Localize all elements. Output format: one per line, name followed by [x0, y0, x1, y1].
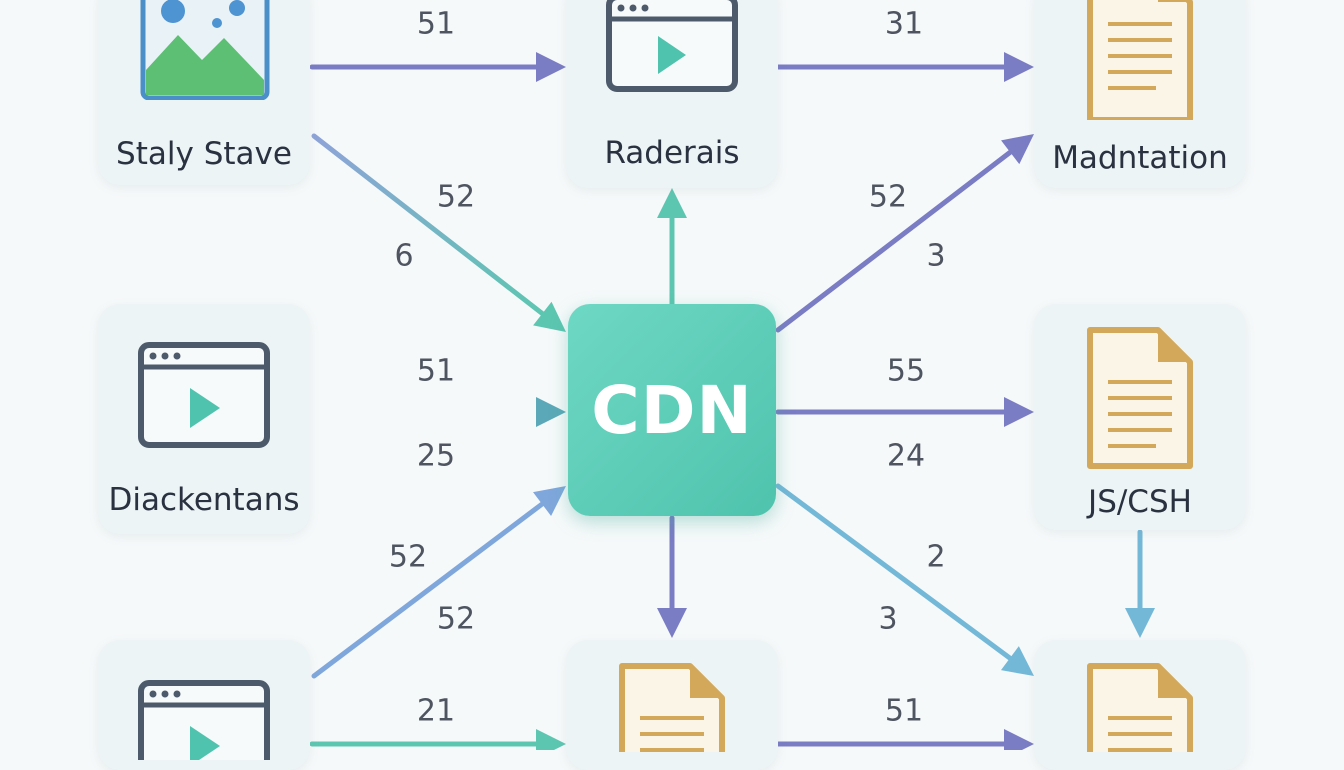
edge-raderais-to-madntation: 31	[775, 7, 1034, 82]
node-madntation[interactable]: Madntation	[1034, 0, 1246, 188]
arrowhead-icon	[1004, 52, 1034, 82]
node-bottom-center[interactable]	[566, 640, 778, 770]
node-label: Madntation	[1052, 140, 1228, 176]
arrowhead-icon	[1125, 608, 1155, 638]
edge-line	[311, 133, 545, 317]
edge-js_csh-to-bottom_right	[1125, 529, 1155, 638]
edge-label: 51	[417, 354, 455, 389]
arrowhead-icon	[536, 52, 566, 82]
node-bottom-right[interactable]	[1034, 640, 1246, 770]
edge-bottom_center-to-bottom_right: 51	[775, 694, 1034, 750]
edge-label: 2	[926, 540, 945, 575]
node-label: Staly Stave	[116, 136, 292, 172]
edge-line	[311, 501, 545, 679]
edge-cdn-to-bottom_center	[657, 515, 687, 638]
edge-label: 55	[887, 354, 925, 389]
edge-label: 52	[389, 540, 427, 575]
edge-label: 52	[437, 180, 475, 215]
edge-cdn-to-raderais	[657, 188, 687, 307]
image-icon	[140, 0, 270, 100]
arrowhead-icon	[1004, 397, 1034, 427]
edge-staly_stave-to-raderais: 51	[309, 7, 566, 82]
edge-label: 51	[417, 7, 455, 42]
document-icon	[1087, 327, 1193, 469]
arrowhead-icon	[657, 188, 687, 218]
node-staly-stave[interactable]: Staly Stave	[98, 0, 310, 185]
node-bottom-left[interactable]	[98, 640, 310, 770]
document-icon	[619, 663, 725, 752]
edge-label: 6	[394, 239, 413, 274]
document-icon	[1087, 0, 1193, 120]
edge-cdn-to-bottom_right: 23	[775, 483, 1034, 676]
edge-label: 31	[885, 7, 923, 42]
edge-line	[775, 149, 1013, 333]
video-window-icon	[138, 342, 270, 448]
arrowhead-icon	[536, 397, 566, 427]
cdn-node[interactable]: CDN	[568, 304, 776, 516]
arrowhead-icon	[1001, 134, 1034, 165]
edge-line	[775, 483, 1013, 661]
edge-label: 52	[437, 602, 475, 637]
arrowhead-icon	[533, 301, 566, 332]
edge-label: 21	[417, 694, 455, 729]
node-label: Raderais	[604, 135, 740, 171]
edge-bottom_left-to-bottom_center: 21	[309, 694, 566, 750]
arrowhead-icon	[1004, 729, 1034, 750]
arrowhead-icon	[1000, 646, 1034, 676]
node-raderais[interactable]: Raderais	[566, 0, 778, 188]
arrowhead-icon	[536, 729, 566, 750]
edge-cdn-to-madntation: 52 3	[775, 134, 1034, 333]
node-label: JS/CSH	[1088, 484, 1192, 520]
edge-label: 25	[417, 439, 455, 474]
edge-label: 51	[885, 694, 923, 729]
edge-label: 52	[869, 180, 907, 215]
document-icon	[1087, 663, 1193, 752]
node-js-csh[interactable]: JS/CSH	[1034, 304, 1246, 530]
cdn-label: CDN	[591, 371, 753, 449]
video-window-icon	[606, 0, 738, 92]
video-window-icon	[138, 680, 270, 760]
edge-label: 3	[926, 239, 945, 274]
arrowhead-icon	[657, 608, 687, 638]
node-label: Diackentans	[108, 482, 300, 518]
edge-label: 24	[887, 439, 925, 474]
edge-diackentans-to-cdn: 51 25	[309, 354, 566, 474]
arrowhead-icon	[533, 486, 566, 517]
edge-cdn-to-js_csh: 55 24	[775, 354, 1034, 474]
edge-label: 3	[878, 602, 897, 637]
edge-bottom_left-to-cdn: 52 52	[311, 486, 566, 679]
edge-staly_stave-to-cdn: 52 6	[311, 133, 566, 332]
node-diackentans[interactable]: Diackentans	[98, 304, 310, 534]
